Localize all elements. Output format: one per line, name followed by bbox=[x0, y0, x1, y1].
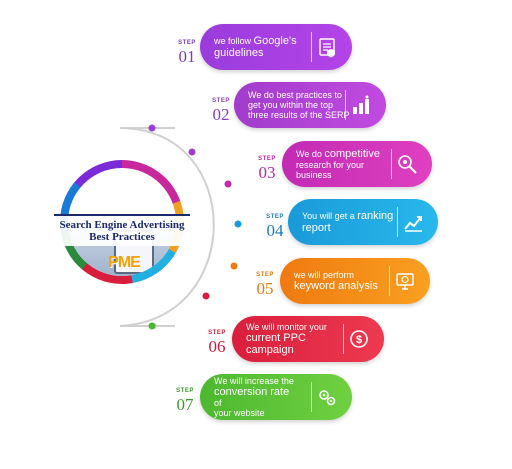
step-number: 07 bbox=[176, 395, 194, 414]
connector-dot bbox=[202, 292, 210, 300]
step-text-part: competitive bbox=[324, 148, 380, 160]
ranking-chart-icon bbox=[345, 90, 376, 120]
hub-title: Search Engine Advertising Best Practices bbox=[54, 214, 190, 246]
step-text-part: we follow bbox=[214, 36, 254, 46]
step-label: STEP bbox=[212, 98, 230, 104]
step-label: STEP bbox=[256, 272, 274, 278]
logo-text: PME bbox=[108, 254, 141, 271]
dollar-clock-icon: $ bbox=[343, 324, 374, 354]
connector-dot bbox=[148, 124, 156, 132]
step-text-part: current PPC bbox=[246, 332, 306, 344]
step-text-part: We will increase the bbox=[214, 376, 294, 386]
step-description: You will get a ranking report bbox=[302, 199, 424, 245]
connector-dot bbox=[230, 262, 238, 270]
analytics-monitor-icon bbox=[389, 266, 420, 296]
step-card: You will get a ranking report bbox=[288, 199, 438, 245]
hub-circle: Search Engine Advertising Best Practices… bbox=[54, 160, 190, 284]
research-magnifier-icon bbox=[391, 149, 422, 179]
step-text-part: research for your bbox=[296, 160, 365, 170]
step-text-part: ranking bbox=[357, 210, 394, 222]
step-number: 05 bbox=[256, 279, 274, 298]
step-label: STEP bbox=[178, 40, 196, 46]
hub-title-line-2: Best Practices bbox=[89, 231, 155, 243]
step-text-part: we will perform bbox=[294, 270, 355, 280]
step-number: 01 bbox=[178, 47, 196, 66]
step-number: 04 bbox=[266, 221, 284, 240]
conversion-gears-icon bbox=[311, 382, 342, 412]
step-label: STEP bbox=[266, 214, 284, 220]
step-text-part: We do best practices to bbox=[248, 90, 342, 100]
step-label: STEP bbox=[208, 330, 226, 336]
step-text-part: guidelines bbox=[214, 47, 264, 59]
step-text-part: campaign bbox=[246, 344, 294, 356]
step-number: 02 bbox=[212, 105, 230, 124]
step-text-part: You will get a bbox=[302, 211, 358, 221]
step-text-part: your website bbox=[214, 408, 265, 418]
step-label: STEP bbox=[258, 156, 276, 162]
connector-dot bbox=[224, 180, 232, 188]
step-text-part: keyword analysis bbox=[294, 280, 378, 292]
step-text-part: of bbox=[214, 398, 222, 408]
step-text-part: business bbox=[296, 170, 332, 180]
step-number: 06 bbox=[208, 337, 226, 356]
connector-dot bbox=[234, 220, 242, 228]
step-text-part: report bbox=[302, 222, 331, 234]
shield-checklist-icon bbox=[311, 32, 342, 62]
step-number: 03 bbox=[258, 163, 276, 182]
step-text-part: Google's bbox=[253, 35, 297, 47]
step-text-part: We do bbox=[296, 149, 325, 159]
step-label: STEP bbox=[176, 388, 194, 394]
step-text-part: conversion rate bbox=[214, 386, 290, 398]
connector-dot bbox=[148, 322, 156, 330]
pme-logo: PME bbox=[102, 254, 146, 272]
step-text-part: We will monitor your bbox=[246, 322, 327, 332]
step-text-part: get you within the top bbox=[248, 100, 334, 110]
connector-dot bbox=[188, 148, 196, 156]
step-text-part: three results of the SERP bbox=[248, 110, 350, 120]
trend-up-chart-icon bbox=[397, 207, 428, 237]
svg-text:$: $ bbox=[356, 334, 362, 346]
hub-title-line-1: Search Engine Advertising bbox=[59, 219, 185, 231]
